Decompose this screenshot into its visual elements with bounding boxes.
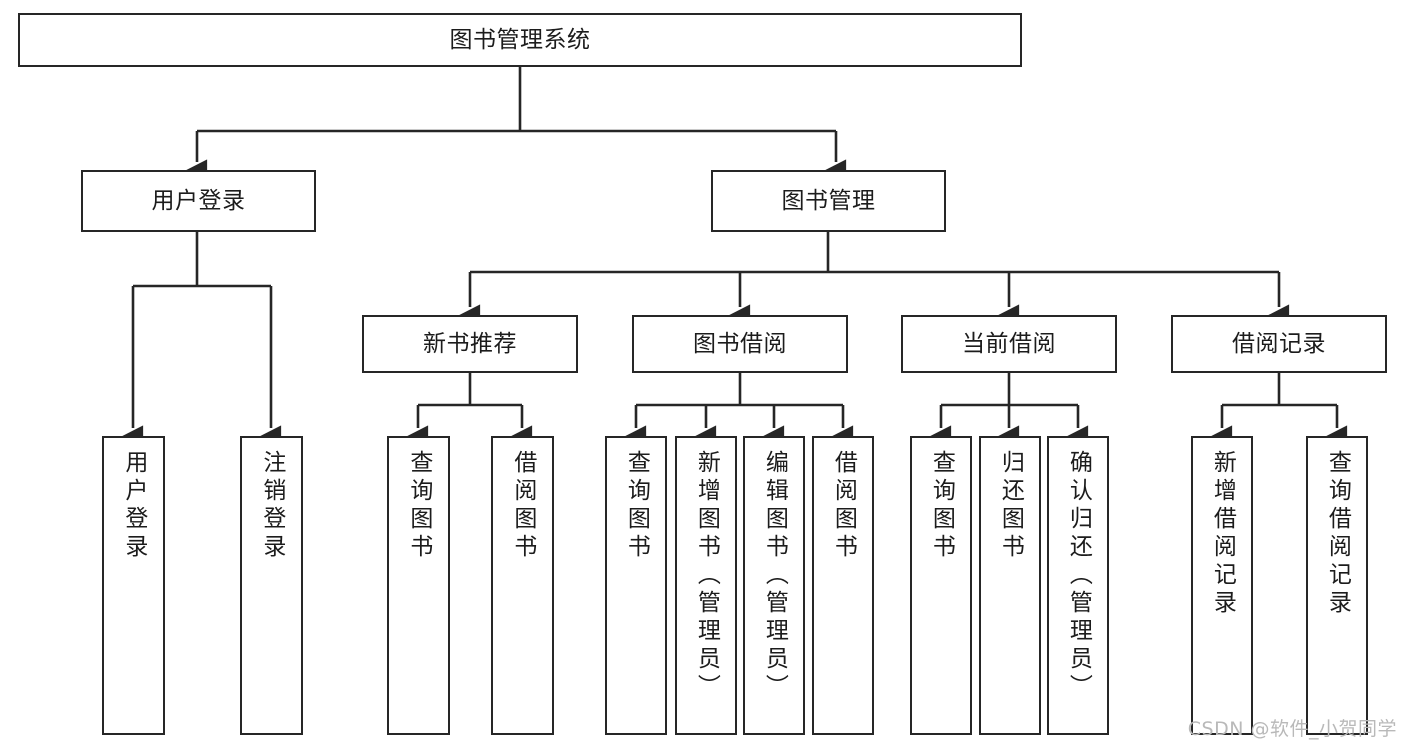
watermark-text: CSDN @软件_小贺同学	[1187, 718, 1397, 740]
node-new-book-recommend[interactable]: 新书推荐	[362, 315, 578, 373]
node-leaf-add-book-label: 新增图书（管理员）	[693, 450, 720, 702]
node-leaf-query-book-1-label: 查询图书	[405, 450, 432, 562]
node-current-borrow[interactable]: 当前借阅	[901, 315, 1117, 373]
node-leaf-borrow-book-1-label: 借阅图书	[509, 450, 536, 562]
node-leaf-add-book[interactable]: 新增图书（管理员）	[675, 436, 737, 735]
node-borrow-record[interactable]: 借阅记录	[1171, 315, 1387, 373]
node-leaf-user-login-label: 用户登录	[120, 450, 147, 562]
node-root[interactable]: 图书管理系统	[18, 13, 1022, 67]
node-user-login-label: 用户登录	[151, 187, 246, 214]
node-leaf-user-login[interactable]: 用户登录	[102, 436, 165, 735]
node-user-login[interactable]: 用户登录	[81, 170, 316, 232]
node-leaf-query-book-3-label: 查询图书	[928, 450, 955, 562]
node-leaf-edit-book-label: 编辑图书（管理员）	[761, 450, 788, 702]
node-new-book-recommend-label: 新书推荐	[423, 330, 517, 357]
node-book-borrow-label: 图书借阅	[693, 330, 787, 357]
node-leaf-return-book-label: 归还图书	[997, 450, 1024, 562]
node-book-borrow[interactable]: 图书借阅	[632, 315, 848, 373]
node-root-label: 图书管理系统	[449, 26, 591, 53]
node-leaf-confirm-return[interactable]: 确认归还（管理员）	[1047, 436, 1109, 735]
node-leaf-borrow-book-2[interactable]: 借阅图书	[812, 436, 874, 735]
node-leaf-query-record[interactable]: 查询借阅记录	[1306, 436, 1368, 735]
node-leaf-query-book-3[interactable]: 查询图书	[910, 436, 972, 735]
node-leaf-user-logout[interactable]: 注销登录	[240, 436, 303, 735]
node-leaf-query-record-label: 查询借阅记录	[1324, 450, 1351, 618]
node-leaf-add-record-label: 新增借阅记录	[1209, 450, 1236, 618]
node-book-manage[interactable]: 图书管理	[711, 170, 946, 232]
node-leaf-edit-book[interactable]: 编辑图书（管理员）	[743, 436, 805, 735]
node-leaf-query-book-2[interactable]: 查询图书	[605, 436, 667, 735]
node-leaf-user-logout-label: 注销登录	[258, 450, 285, 562]
node-book-manage-label: 图书管理	[781, 187, 876, 214]
node-leaf-add-record[interactable]: 新增借阅记录	[1191, 436, 1253, 735]
node-leaf-borrow-book-2-label: 借阅图书	[830, 450, 857, 562]
node-leaf-confirm-return-label: 确认归还（管理员）	[1065, 450, 1092, 702]
node-leaf-return-book[interactable]: 归还图书	[979, 436, 1041, 735]
node-leaf-borrow-book-1[interactable]: 借阅图书	[491, 436, 554, 735]
node-borrow-record-label: 借阅记录	[1232, 330, 1326, 357]
node-leaf-query-book-2-label: 查询图书	[623, 450, 650, 562]
node-leaf-query-book-1[interactable]: 查询图书	[387, 436, 450, 735]
node-current-borrow-label: 当前借阅	[962, 330, 1056, 357]
